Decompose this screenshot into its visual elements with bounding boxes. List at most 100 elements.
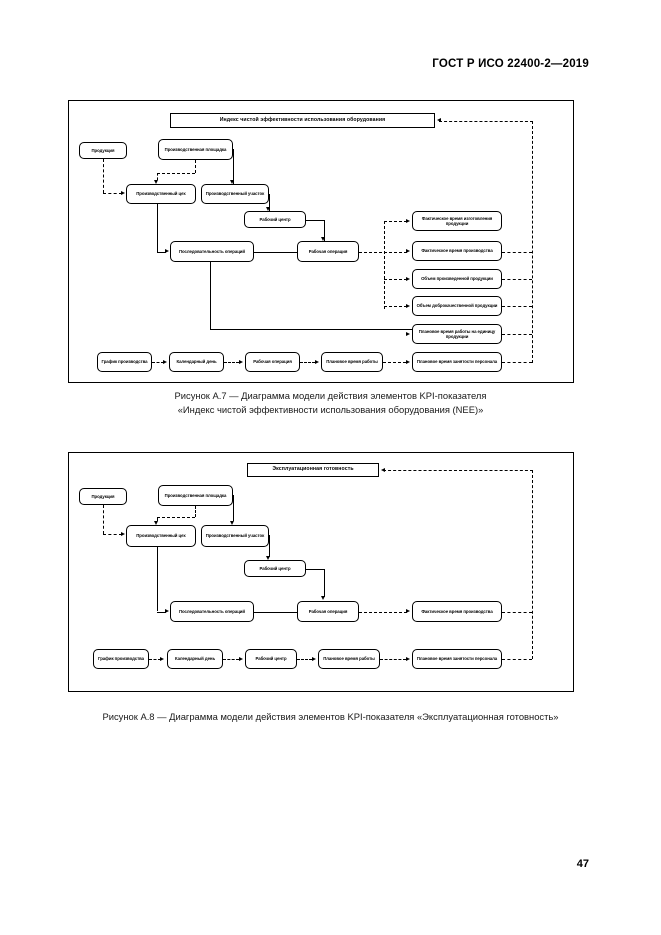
- arrow-center-to-operation-2: [321, 596, 326, 600]
- connector-center-down-2: [324, 568, 325, 597]
- arrow-branch-to-volume: [406, 276, 410, 281]
- node-product: Продукция: [79, 142, 127, 159]
- dashed-site-down: [195, 160, 196, 173]
- node-produced-volume: Объем произведенной продукции: [412, 269, 502, 289]
- caption-a7-line2: «Индекс чистой эффективности использован…: [177, 404, 484, 415]
- figure-a7-caption: Рисунок А.7 — Диаграмма модели действия …: [0, 389, 661, 417]
- dashed-product-down-2: [103, 505, 104, 534]
- dashed-day-to-operation: [224, 362, 239, 363]
- document-header: ГОСТ Р ИСО 22400-2—2019: [432, 58, 589, 70]
- node-good-quality-volume: Объем доброкачественной продукции: [412, 296, 502, 316]
- dashed-product-to-shop-2: [103, 534, 122, 535]
- dashed-site-left-2: [157, 517, 195, 518]
- arrow-site-to-shop-2: [154, 521, 159, 525]
- dashed-unit-to-bus: [502, 334, 532, 335]
- dashed-schedule-to-day-2: [149, 659, 161, 660]
- dashed-planned-to-personnel-2: [380, 659, 406, 660]
- node-production-area: Производственный участок: [201, 184, 269, 204]
- arrow-shop-to-sequence-2: [165, 609, 169, 613]
- node-planned-personnel-time-2: Плановое время занятости персонала: [412, 649, 502, 669]
- arrow-center-to-operation: [321, 237, 326, 241]
- connector-area-to-center-2: [269, 535, 270, 557]
- dashed-actualprod-to-bus: [502, 251, 532, 253]
- node-production-site: Производственная площадка: [158, 139, 233, 160]
- node-product-2: Продукция: [79, 488, 127, 505]
- arrow-planned-to-personnel-2: [406, 656, 410, 661]
- arrow-product-to-shop-2: [121, 531, 125, 536]
- connector-sequence-to-operation: [254, 251, 297, 253]
- dashed-return-to-title-2: [383, 470, 533, 471]
- node-operation-sequence: Последовательность операций: [170, 241, 254, 262]
- node-work-center-bottom-2: Рабочий центр: [245, 649, 297, 669]
- arrow-day-to-center-2: [239, 656, 243, 661]
- dashed-personnel-to-bus: [502, 362, 532, 363]
- connector-sequence-down: [210, 262, 211, 329]
- connector-site-to-area-2: [233, 495, 234, 521]
- dashed-planned-to-personnel: [383, 362, 406, 363]
- dashed-site-down-2: [195, 506, 196, 517]
- node-production-schedule: График производства: [97, 352, 152, 372]
- dashed-center-to-planned-2: [297, 659, 312, 660]
- node-actual-making-time: Фактическое время изготовления продукции: [412, 211, 502, 231]
- node-planned-work-time-2: Плановое время работы: [318, 649, 380, 669]
- caption-a8-line1: Рисунок А.8 — Диаграмма модели действия …: [102, 711, 559, 722]
- arrow-return-to-title: [437, 118, 441, 122]
- node-work-center-2: Рабочий центр: [244, 560, 306, 577]
- arrow-branch-to-making: [406, 218, 410, 223]
- node-operation-sequence-2: Последовательность операций: [170, 601, 254, 622]
- node-calendar-day: Календарный день: [169, 352, 224, 372]
- connector-shop-to-sequence: [157, 251, 166, 253]
- connector-shop-to-sequence-2: [157, 611, 166, 613]
- arrow-schedule-to-day-2: [160, 656, 164, 661]
- node-work-center: Рабочий центр: [244, 211, 306, 228]
- arrow-area-to-center-2: [266, 556, 271, 560]
- connector-shop-down: [157, 204, 158, 252]
- figure-a7-frame: Индекс чистой эффективности использовани…: [68, 100, 574, 383]
- connector-area-right: [269, 194, 270, 195]
- node-actual-production-time-2: Фактическое время производства: [412, 601, 502, 622]
- dashed-operation-to-planned: [300, 362, 315, 363]
- dashed-site-to-shop-2: [157, 517, 158, 521]
- arrow-operation-to-actual-2: [406, 609, 410, 613]
- connector-sequence-to-operation-2: [254, 611, 297, 613]
- arrow-planned-to-personnel: [406, 359, 410, 364]
- arrow-site-to-shop: [154, 180, 159, 184]
- node-work-operation-2: Рабочая операция: [297, 601, 359, 622]
- arrow-into-planned-unit: [406, 331, 410, 336]
- dashed-schedule-to-day: [152, 362, 164, 363]
- caption-a7-line1: Рисунок А.7 — Диаграмма модели действия …: [174, 390, 487, 401]
- figure-a8-caption: Рисунок А.8 — Диаграмма модели действия …: [0, 710, 661, 724]
- connector-area-to-center: [269, 194, 270, 211]
- dashed-site-left: [157, 173, 195, 174]
- dashed-actual-to-bus-2: [502, 611, 532, 613]
- connector-site-to-area: [233, 149, 234, 184]
- node-actual-production-time: Фактическое время производства: [412, 241, 502, 261]
- node-production-site-2: Производственная площадка: [158, 485, 233, 506]
- connector-center-down: [324, 219, 325, 241]
- dashed-return-to-title: [439, 120, 533, 122]
- node-production-schedule-2: График производства: [93, 649, 149, 669]
- connector-area-right-2: [269, 535, 270, 536]
- node-calendar-day-2: Календарный день: [167, 649, 223, 669]
- dashed-operation-right: [359, 251, 407, 253]
- node-title-nee: Индекс чистой эффективности использовани…: [170, 113, 435, 128]
- dashed-day-to-center-2: [223, 659, 239, 660]
- node-work-operation-bottom: Рабочая операция: [245, 352, 300, 372]
- arrow-operation-to-planned: [315, 359, 319, 364]
- arrow-site-to-area: [230, 180, 235, 184]
- arrow-schedule-to-day: [163, 359, 167, 364]
- node-planned-time-per-unit: Плановое время работы на единицу продукц…: [412, 324, 502, 344]
- dashed-site-to-shop: [157, 173, 158, 180]
- arrow-day-to-operation: [239, 359, 243, 364]
- dashed-operation-branch: [384, 221, 385, 309]
- node-production-area-2: Производственный участок: [201, 525, 269, 547]
- dashed-good-to-bus: [502, 306, 532, 307]
- arrow-shop-to-sequence: [165, 249, 169, 253]
- node-planned-work-time: Плановое время работы: [321, 352, 383, 372]
- arrow-center-to-planned-2: [312, 656, 316, 661]
- arrow-area-to-center: [266, 207, 271, 211]
- arrow-return-to-title-2: [381, 467, 385, 472]
- dashed-operation-to-actual-2: [359, 611, 407, 613]
- arrow-operation-to-actual-production: [406, 249, 410, 253]
